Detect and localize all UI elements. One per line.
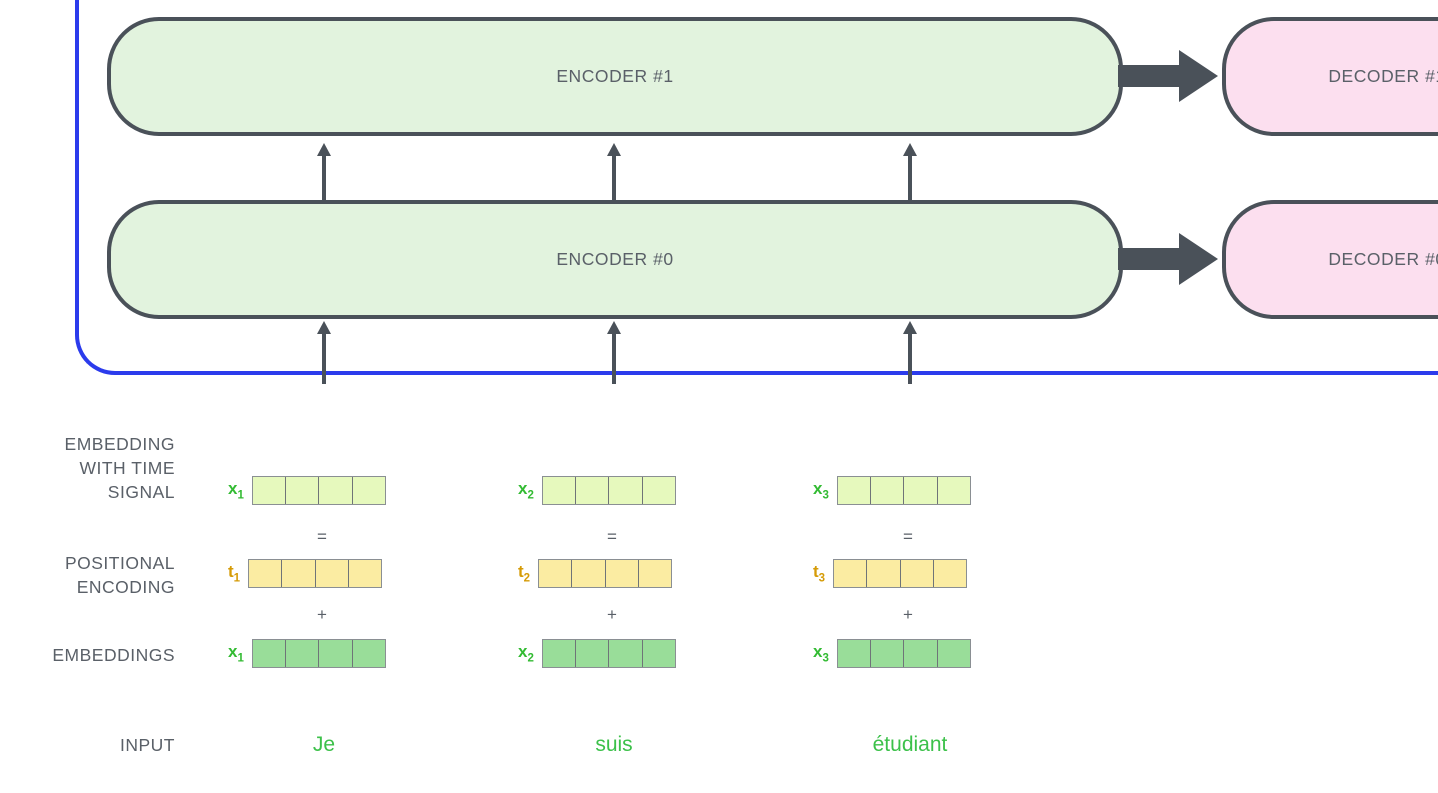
vector-tag-x2-ewts: x2 (518, 479, 534, 502)
operator-equals-token1: = (317, 527, 327, 546)
operator-equals-token3: = (903, 527, 913, 546)
vector-tag-x3-ewts: x3 (813, 479, 829, 502)
embedding-with-time-vector-token1: x1 (228, 476, 386, 505)
embeddings-vector-token1: x1 (228, 639, 386, 668)
input-to-encoder0-arrow-token3-icon (903, 321, 917, 384)
encoder1-to-decoder1-arrow-icon (1118, 50, 1218, 102)
encoder-1-label: ENCODER #1 (556, 66, 674, 86)
vector-tag-x3-embeddings: x3 (813, 642, 829, 665)
row-label-embeddings: EMBEDDINGS (52, 645, 175, 665)
encoder0-to-encoder1-arrow-token1-icon (317, 143, 331, 200)
operator-plus-token2: + (607, 605, 617, 624)
encoder0-to-encoder1-arrow-token3-icon (903, 143, 917, 200)
encoder-block-1[interactable]: ENCODER #1 (107, 17, 1123, 136)
encoder0-to-encoder1-arrow-token2-icon (607, 143, 621, 200)
input-token-1: Je (312, 733, 336, 756)
operator-plus-token1: + (317, 605, 327, 624)
vector-cells-t3 (833, 559, 968, 588)
vector-cells-x1-embeddings (251, 639, 386, 668)
vector-tag-x1-ewts: x1 (228, 479, 244, 502)
input-token-3: étudiant (872, 733, 948, 756)
operator-equals-token2: = (607, 527, 617, 546)
input-to-encoder0-arrow-token1-icon (317, 321, 331, 384)
positional-encoding-vector-token3: t3 (813, 559, 968, 588)
input-token-2: suis (595, 733, 633, 756)
operator-plus-token3: + (903, 605, 913, 624)
embeddings-vector-token2: x2 (518, 639, 676, 668)
vector-cells-t2 (538, 559, 673, 588)
encoder-block-0[interactable]: ENCODER #0 (107, 200, 1123, 319)
decoder-1-label: DECODER #1 (1328, 66, 1438, 86)
vector-cells-x2-ewts (541, 476, 676, 505)
vector-cells-t1 (248, 559, 383, 588)
row-label-input: INPUT (120, 735, 175, 755)
vector-cells-x3-embeddings (836, 639, 971, 668)
vector-cells-x2-embeddings (541, 639, 676, 668)
encoder-0-label: ENCODER #0 (556, 249, 674, 269)
embeddings-vector-token3: x3 (813, 639, 971, 668)
vector-tag-x2-embeddings: x2 (518, 642, 534, 665)
vector-tag-t1: t1 (228, 562, 241, 585)
input-to-encoder0-arrow-token2-icon (607, 321, 621, 384)
row-label-embedding-with-time-signal: EMBEDDING WITH TIME SIGNAL (64, 434, 175, 502)
vector-tag-t3: t3 (813, 562, 826, 585)
vector-cells-x3-ewts (836, 476, 971, 505)
positional-encoding-vector-token2: t2 (518, 559, 673, 588)
row-label-positional-encoding: POSITIONAL ENCODING (64, 553, 175, 597)
decoder-block-0[interactable]: DECODER #0 (1222, 200, 1438, 319)
decoder-block-1[interactable]: DECODER #1 (1222, 17, 1438, 136)
embedding-with-time-vector-token2: x2 (518, 476, 676, 505)
decoder-0-label: DECODER #0 (1328, 249, 1438, 269)
embedding-with-time-vector-token3: x3 (813, 476, 971, 505)
vector-tag-x1-embeddings: x1 (228, 642, 244, 665)
positional-encoding-vector-token1: t1 (228, 559, 383, 588)
vector-cells-x1-ewts (251, 476, 386, 505)
encoder0-to-decoder0-arrow-icon (1118, 233, 1218, 285)
vector-tag-t2: t2 (518, 562, 531, 585)
